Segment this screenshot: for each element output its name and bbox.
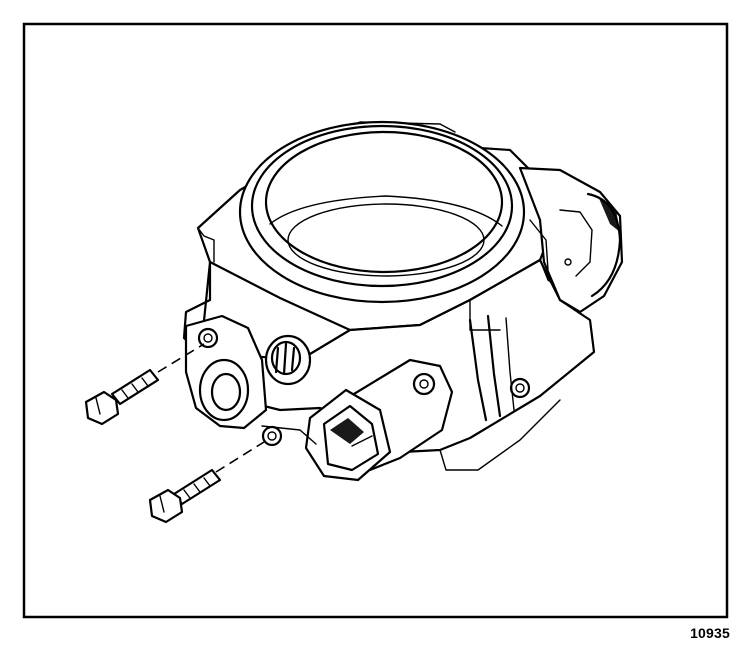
throttle-position-sensor [518, 166, 624, 314]
diagram-frame [22, 22, 729, 619]
hex-bolt-icon [84, 390, 120, 426]
throttle-bore-outer [238, 120, 526, 304]
throttle-body [182, 120, 624, 482]
bolt-upper [84, 343, 205, 426]
bolt-lower-axis [215, 441, 265, 473]
hex-bolt-icon [148, 488, 184, 524]
bolt-lower [148, 441, 265, 524]
figure-number: 10935 [690, 625, 730, 641]
throttle-bore-inner [264, 130, 504, 274]
bolt-upper-axis [157, 343, 205, 373]
